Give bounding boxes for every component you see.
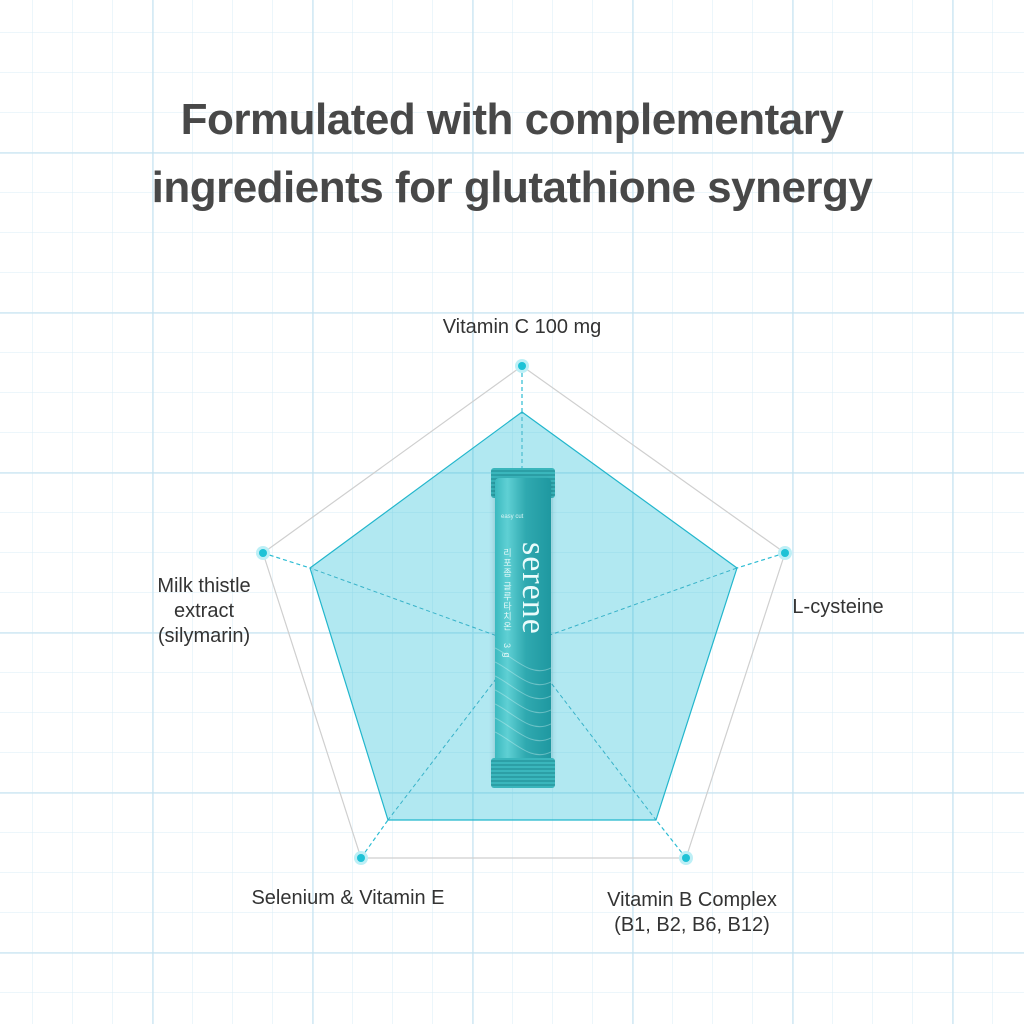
connector-selenium: [360, 819, 389, 859]
label-selenium-vitamin-e: Selenium & Vitamin E: [251, 887, 445, 909]
label-vitamin-c: Vitamin C 100 mg: [442, 316, 602, 338]
connector-vitamin-b: [655, 819, 687, 859]
label-vitamin-b-line-2: (B1, B2, B6, B12): [614, 914, 770, 936]
label-milk-line-2: extract: [173, 600, 235, 622]
page-title: Formulated with complementary ingredient…: [0, 86, 1024, 222]
marker-dot-selenium: [357, 854, 365, 862]
connector-milk-thistle: [262, 552, 311, 569]
stick-easy-cut-tag: easy cut: [501, 514, 524, 520]
stick-body: easy cut 리포좀 글루타치온 3 g serene: [495, 478, 551, 778]
label-vitamin-b-complex: Vitamin B Complex (B1, B2, B6, B12): [582, 888, 802, 938]
stick-korean-text: 리포좀 글루타치온: [502, 548, 512, 632]
label-milk-line-1: Milk thistle: [157, 575, 251, 597]
marker-dot-vitamin-c: [518, 362, 526, 370]
stick-crimp-bottom: [491, 758, 555, 788]
stick-weight: 3 g: [502, 643, 512, 659]
title-line-1: Formulated with complementary: [180, 95, 844, 144]
spoke-milk-thistle: [309, 567, 523, 646]
label-l-cysteine: L-cysteine: [792, 596, 884, 618]
marker-dot-vitamin-b: [682, 854, 690, 862]
stick-wave-pattern: [495, 647, 551, 756]
product-stick-image: easy cut 리포좀 글루타치온 3 g serene: [491, 468, 555, 788]
stick-brand-name: serene: [515, 542, 551, 635]
marker-dot-l-cysteine: [781, 549, 789, 557]
spoke-l-cysteine: [521, 567, 738, 646]
stick-korean-name: 리포좀 글루타치온 3 g: [501, 548, 514, 659]
marker-dot-milk-thistle: [259, 549, 267, 557]
outer-pentagon: [262, 365, 786, 859]
connector-l-cysteine: [736, 552, 786, 569]
label-milk-line-3: (silymarin): [157, 625, 251, 647]
label-vitamin-b-line-1: Vitamin B Complex: [607, 889, 777, 911]
title-line-2: ingredients for glutathione synergy: [151, 163, 873, 212]
label-milk-thistle: Milk thistle extract (silymarin): [134, 574, 274, 649]
